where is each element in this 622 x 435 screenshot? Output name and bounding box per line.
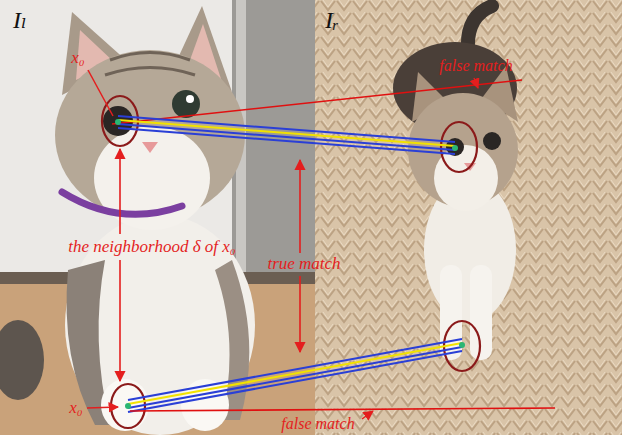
false-match-line	[112, 80, 522, 124]
false-match-line	[130, 408, 555, 411]
leader-arrow	[119, 260, 121, 381]
match-line	[128, 347, 462, 408]
leader-arrow	[119, 149, 121, 234]
cat-face	[434, 145, 498, 211]
keypoint	[115, 119, 121, 125]
match-label: true match	[267, 255, 340, 274]
wall	[0, 0, 315, 435]
match-line	[118, 116, 455, 142]
match-line	[128, 351, 462, 412]
match-label: false match	[439, 57, 512, 75]
leader-arrow	[299, 160, 301, 253]
image-label: Iᵣ	[325, 7, 339, 33]
image-label: Iₗ	[13, 7, 27, 33]
cat-tail	[0, 320, 44, 400]
cat-eye	[483, 132, 501, 150]
match-line	[128, 339, 462, 400]
neighborhood-circle	[441, 122, 477, 172]
match-line	[128, 343, 462, 404]
leader-arrow	[362, 411, 373, 419]
match-line	[118, 120, 455, 146]
keypoint	[125, 403, 131, 409]
point-label: x₀	[71, 49, 84, 68]
collar	[62, 192, 182, 214]
leader-arrow	[87, 407, 118, 408]
keypoint	[459, 342, 465, 348]
leader-arrow	[474, 78, 478, 88]
match-label: false match	[281, 415, 354, 433]
keypoint	[452, 145, 458, 151]
eye-highlight	[186, 95, 194, 103]
match-line	[118, 124, 455, 150]
cat-eye	[172, 90, 200, 118]
cat-stripes	[105, 53, 195, 76]
match-line	[118, 128, 455, 154]
leader-arrow	[299, 276, 301, 352]
point-label: x₀	[69, 399, 82, 418]
cat-nose	[142, 142, 158, 153]
neighborhood-label: the neighborhood δ of x₀	[68, 238, 235, 257]
cat-tail	[468, 6, 492, 50]
leader-line	[88, 70, 113, 116]
